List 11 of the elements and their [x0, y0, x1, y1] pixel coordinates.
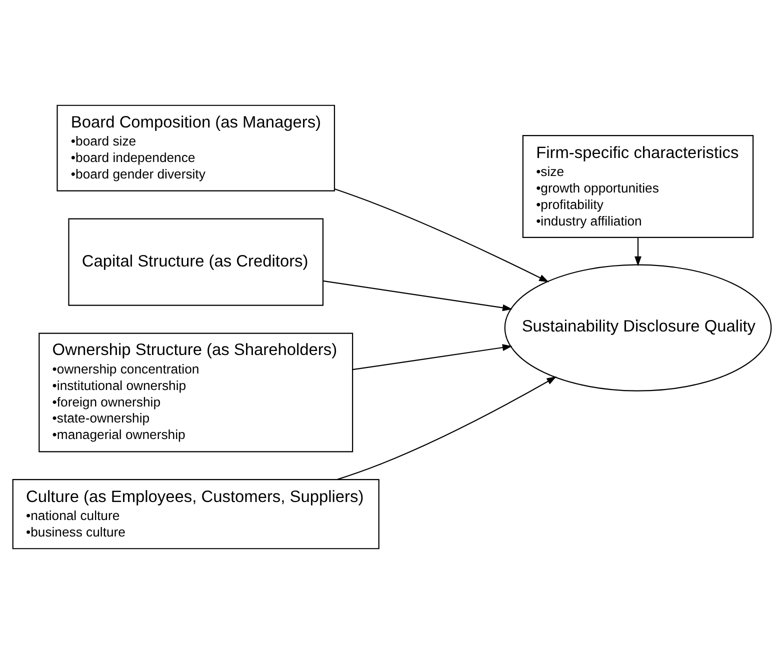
node-box: Capital Structure (as Creditors): [68, 218, 324, 306]
arrow: [634, 237, 642, 266]
node-box: Culture (as Employees, Customers, Suppliers) •national culture •business culture: [12, 479, 380, 550]
node-box: Ownership Structure (as Shareholders) •ownership concentration •institutional ownership •foreign ownership •state-ownership •managerial ownership: [38, 332, 354, 452]
node-ellipse: Sustainability Disclosure Quality: [504, 264, 772, 392]
node-box: Firm-specific characteristics •size •growth opportunities •profitability •industry affiliation: [522, 134, 754, 238]
arrow: [352, 344, 512, 370]
arrow: [334, 188, 549, 282]
arrow: [322, 280, 512, 312]
arrow: [336, 376, 557, 480]
node-box: Board Composition (as Managers) •board size •board independence •board gender diversity: [56, 104, 336, 192]
